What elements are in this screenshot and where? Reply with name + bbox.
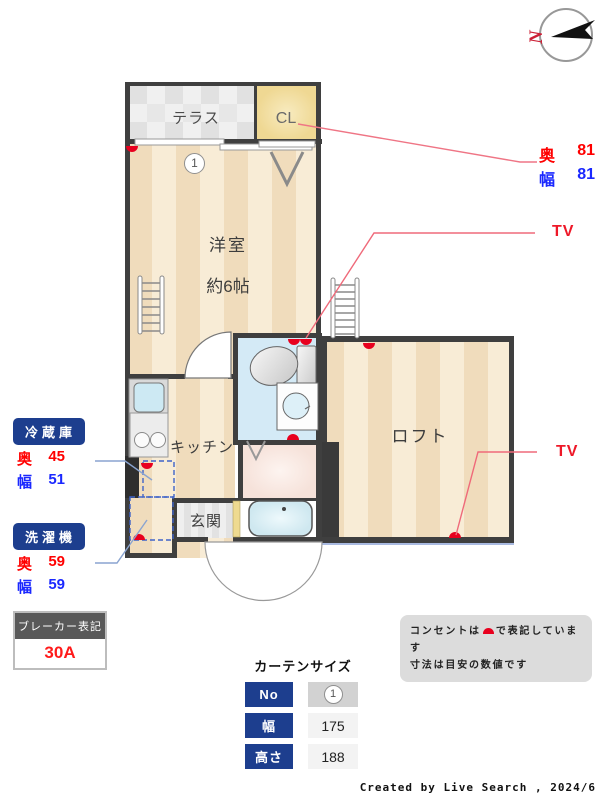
note-box: コンセントはで表記しています 寸法は目安の数値です xyxy=(400,615,592,682)
washer-space-outline xyxy=(129,496,174,541)
entrance-floor xyxy=(177,502,233,538)
fridge-badge: 冷蔵庫 xyxy=(13,418,86,445)
ladder-icon xyxy=(330,277,360,339)
width-label: 幅 xyxy=(539,172,556,189)
outlet-marker-icon xyxy=(141,463,153,469)
western-room-size: 約6帖 xyxy=(206,277,250,296)
outlet-marker-icon xyxy=(482,628,494,634)
washer-leader-line xyxy=(95,519,148,564)
curtain-row-height: 高さ 188 xyxy=(245,744,358,769)
loft-label: ロフト xyxy=(391,427,449,446)
curtain-row-value: 188 xyxy=(308,744,358,769)
compass-north-letter: N xyxy=(526,29,547,45)
bathtub-drain xyxy=(282,507,286,511)
outlet-marker-icon xyxy=(288,339,300,345)
note-line-2: 寸法は目安の数値です xyxy=(410,660,528,671)
closet-opening xyxy=(258,140,316,148)
outlet-markers xyxy=(126,146,461,540)
washing-machine-drum xyxy=(282,392,310,420)
closet-door-mark-icon xyxy=(269,151,305,188)
width-value: 81 xyxy=(577,166,595,183)
outlet-marker-icon xyxy=(363,343,375,349)
terrace-floor xyxy=(129,86,255,142)
closet-leader-line xyxy=(297,123,537,163)
breaker-value: 30A xyxy=(44,643,76,662)
loft-floor xyxy=(325,340,511,540)
depth-value: 81 xyxy=(577,142,595,159)
footer-credit: Created by Live Search , 2024/6 xyxy=(359,781,596,794)
curtain-table-title: カーテンサイズ xyxy=(254,659,352,674)
washer-badge: 洗濯機 xyxy=(13,523,86,550)
windows xyxy=(134,138,316,538)
tv-lower-label: TV xyxy=(556,443,579,460)
curtain-row-label: No xyxy=(245,682,293,707)
depth-value: 59 xyxy=(48,553,65,570)
note-line1-prefix: コンセントは xyxy=(410,626,481,637)
bathtub xyxy=(248,500,313,537)
fridge-depth-row: 奥 45 xyxy=(17,448,65,469)
curtain-row-label: 高さ xyxy=(245,744,293,769)
width-label: 幅 xyxy=(17,579,33,596)
stove-burner-icon xyxy=(134,432,150,448)
window-number-marker: 1 xyxy=(184,153,205,174)
entrance-door-swing xyxy=(204,541,323,602)
width-value: 51 xyxy=(48,471,65,488)
tv-lower-leader-line xyxy=(455,451,537,536)
western-room-label: 洋室 xyxy=(209,236,247,255)
curtain-row-value: 1 xyxy=(308,682,358,707)
washer-width-row: 幅 59 xyxy=(17,576,65,597)
powder-door-mark-icon xyxy=(246,440,266,462)
entrance-label: 玄関 xyxy=(189,513,222,530)
depth-label: 奥 xyxy=(17,451,33,468)
note-line1-suffix: で表記しています xyxy=(410,626,579,654)
curtain-no-marker: 1 xyxy=(323,685,343,704)
closet-label: CL xyxy=(275,110,297,127)
curtain-row-width: 幅 175 xyxy=(245,713,358,738)
stove-burner-icon xyxy=(150,432,166,448)
ladder-icon xyxy=(137,275,165,335)
depth-value: 45 xyxy=(48,448,65,465)
width-label: 幅 xyxy=(17,474,33,491)
width-value: 59 xyxy=(48,576,65,593)
room-door-swing xyxy=(184,331,232,379)
kitchen-sink xyxy=(133,382,165,413)
leader-lines xyxy=(95,123,537,564)
curtain-row-no: No 1 xyxy=(245,682,358,707)
depth-label: 奥 xyxy=(539,148,556,165)
curtain-row-label: 幅 xyxy=(245,713,293,738)
closet-width-row: 幅 81 xyxy=(539,166,595,190)
tv-upper-leader-line xyxy=(305,232,535,339)
fridge-width-row: 幅 51 xyxy=(17,471,65,492)
compass-icon: N xyxy=(526,8,595,62)
outlet-marker-icon xyxy=(287,434,299,440)
breaker-box: ブレーカー表記 30A xyxy=(13,611,107,670)
fixtures xyxy=(128,151,360,602)
closet-depth-row: 奥 81 xyxy=(539,142,595,166)
compass-needle-icon xyxy=(551,20,595,39)
washer-depth-row: 奥 59 xyxy=(17,553,65,574)
kitchen-label: キッチン xyxy=(169,439,234,456)
closet-floor xyxy=(257,86,317,141)
note-line-1: コンセントはで表記しています xyxy=(410,623,582,657)
fridge-leader-line xyxy=(95,460,153,481)
outlet-marker-icon xyxy=(126,146,138,152)
outlet-marker-icon xyxy=(449,532,461,538)
tv-upper-label: TV xyxy=(552,223,575,240)
terrace-label: テラス xyxy=(172,110,220,127)
powder-room-floor xyxy=(243,443,317,499)
bath-door-panel xyxy=(232,500,241,538)
breaker-title: ブレーカー表記 xyxy=(15,613,105,639)
outlet-marker-icon xyxy=(300,339,312,345)
depth-label: 奥 xyxy=(17,556,33,573)
terrace-window xyxy=(134,138,225,146)
curtain-row-value: 175 xyxy=(308,713,358,738)
